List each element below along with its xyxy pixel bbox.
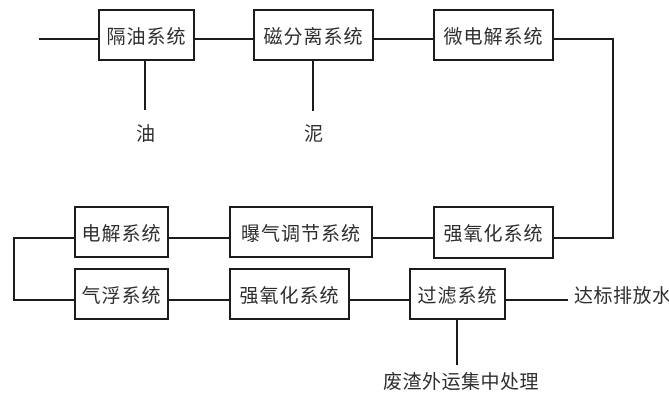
connector-inlet [39,38,98,40]
connector-left-vertical [13,237,15,301]
connector-aeration-to-strongox-upper [373,237,433,239]
connector-airflotation-to-strongox [169,299,229,301]
connector-right-to-strongox-upper [554,237,614,239]
flow-label-waste-residue-output: 废渣外运集中处理 [383,372,540,393]
process-box-magnetic-separation: 磁分离系统 [253,9,374,61]
connector-oilsep-drop [144,61,146,110]
connector-oilsep-to-magsep [195,38,253,40]
connector-electrolysis-to-left [13,237,74,239]
connector-microelec-to-right [554,38,614,40]
process-box-aeration-regulation: 曝气调节系统 [229,206,373,258]
flow-label-sludge-output: 泥 [304,124,324,145]
connector-filtration-to-discharge [506,299,568,301]
process-box-oil-separation: 隔油系统 [98,9,195,61]
connector-right-vertical [612,38,614,239]
process-box-micro-electrolysis: 微电解系统 [433,9,554,61]
process-box-filtration: 过滤系统 [409,268,506,320]
connector-magsep-to-microelec [374,38,433,40]
process-box-strong-oxidation-lower: 强氧化系统 [229,268,350,320]
process-box-strong-oxidation-upper: 强氧化系统 [433,206,554,259]
flow-label-oil-output: 油 [136,124,156,145]
flow-label-discharge-output: 达标排放水 [574,286,669,307]
connector-magsep-drop [312,61,314,111]
connector-filtration-drop [456,320,458,365]
process-box-air-flotation: 气浮系统 [74,268,169,320]
connector-electrolysis-to-aeration [169,237,229,239]
connector-strongox-to-filtration [350,299,409,301]
connector-left-to-airflotation [13,299,74,301]
process-box-electrolysis: 电解系统 [74,206,169,258]
